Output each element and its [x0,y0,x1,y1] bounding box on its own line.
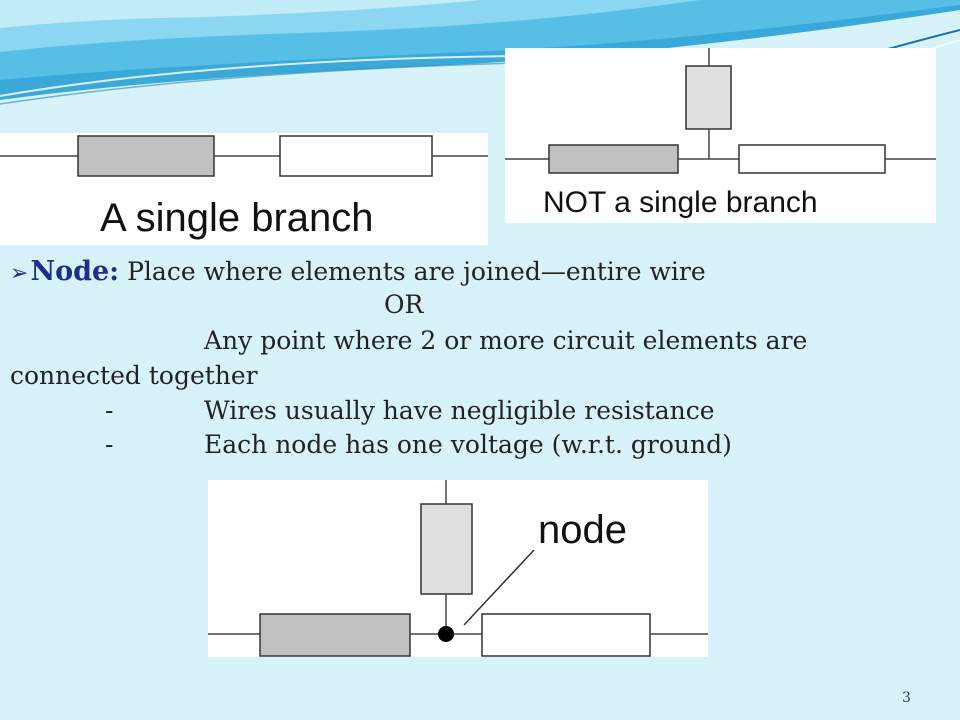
alt-definition-line-2: connected together [10,361,258,390]
resistor-gray [548,144,679,174]
note-text: Wires usually have negligible resistance [204,396,715,425]
node-definition-text: Place where elements are joined—entire w… [119,257,706,286]
resistor-light [420,503,473,595]
note-dash: - [105,430,114,459]
node-dot [438,626,454,642]
not-single-branch-diagram [505,48,936,223]
single-branch-caption: A single branch [100,196,374,240]
or-text: OR [384,290,424,319]
note-dash: - [105,396,114,425]
node-pointer-line [463,549,535,626]
node-caption: node [538,508,627,552]
resistor-white [738,144,886,174]
alt-definition-line-1: Any point where 2 or more circuit elemen… [204,326,808,355]
arrow-bullet-icon: ➢ [10,261,29,286]
node-term: Node: [30,256,120,287]
header-wave-decoration [0,0,960,123]
node-diagram [208,480,708,657]
resistor-white [279,135,433,177]
resistor-white [481,613,651,657]
resistor-gray [259,613,411,657]
not-single-branch-caption: NOT a single branch [543,186,818,219]
resistor-light [685,65,732,130]
single-branch-diagram [0,133,488,245]
note-text: Each node has one voltage (w.r.t. ground… [204,430,732,459]
node-definition-line: ➢Node: Place where elements are joined—e… [10,257,706,289]
resistor-gray [77,135,215,177]
page-number: 3 [902,690,911,706]
